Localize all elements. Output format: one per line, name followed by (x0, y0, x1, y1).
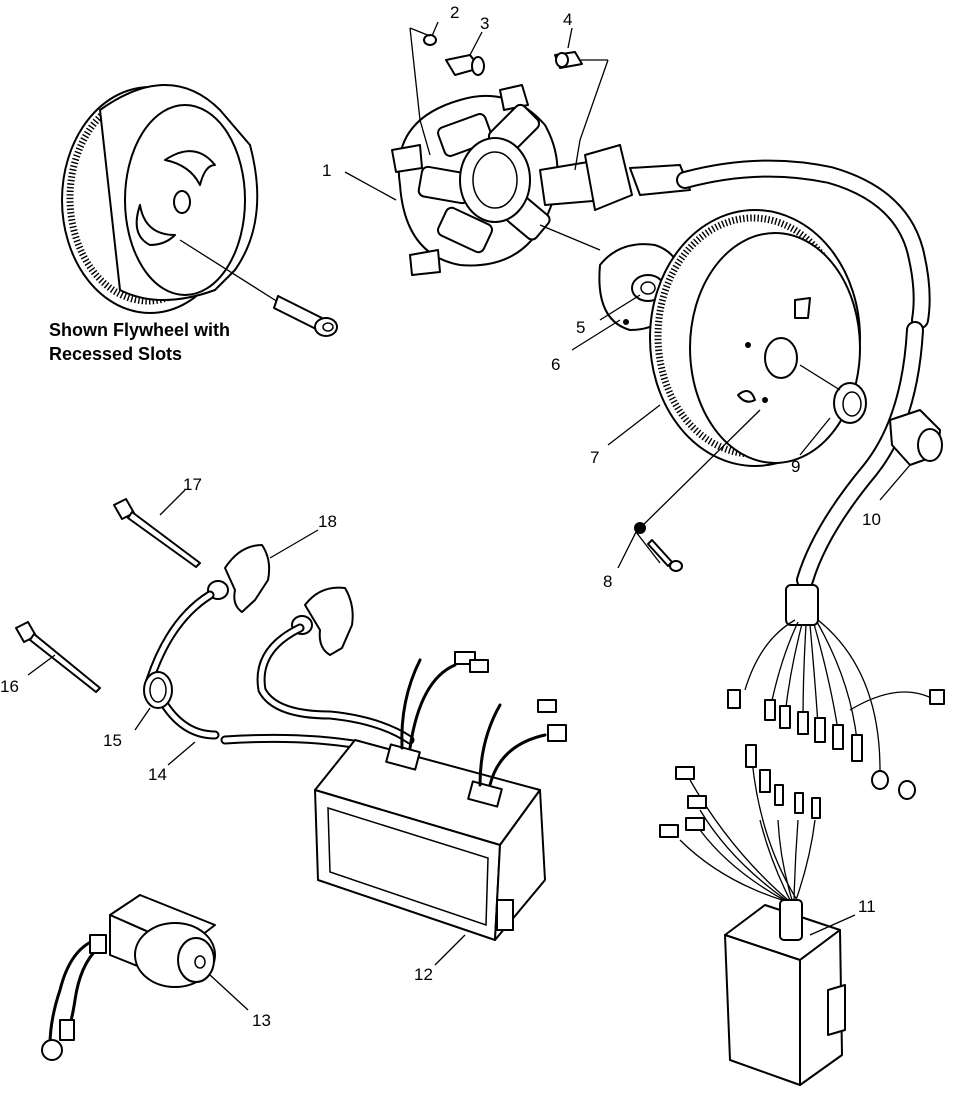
callout-7: 7 (590, 448, 599, 467)
caption-line-1: Shown Flywheel with (49, 320, 231, 340)
callout-18: 18 (318, 512, 337, 531)
spark-plug-cap-upper (207, 544, 271, 613)
spark-plug-lower (15, 621, 101, 693)
regulator (659, 744, 846, 1086)
callout-3: 3 (480, 14, 489, 33)
callout-10: 10 (862, 510, 881, 529)
cdi-box (314, 651, 567, 941)
spark-plug-cap-lower (291, 586, 354, 656)
callout-2: 2 (450, 3, 459, 22)
callout-4: 4 (563, 10, 572, 29)
callout-14: 14 (148, 765, 167, 784)
stator-screw-washer (423, 34, 485, 76)
flywheel-variant-caption: Shown Flywheel with Recessed Slots (49, 318, 230, 366)
callout-11: 11 (858, 897, 876, 916)
spark-plug-upper (113, 498, 201, 568)
ht-leads (143, 590, 415, 750)
flywheel-nut (889, 409, 943, 466)
leader-lines (27, 21, 911, 1011)
callout-labels: 1 2 3 4 5 6 7 8 9 10 11 12 13 14 15 16 1… (0, 3, 881, 1030)
callout-1: 1 (322, 161, 331, 180)
flywheel-screw (634, 522, 683, 572)
solenoid (41, 894, 216, 1061)
main-flywheel (649, 209, 861, 467)
callout-15: 15 (103, 731, 122, 750)
alternate-flywheel (61, 84, 259, 314)
callout-13: 13 (252, 1011, 271, 1030)
callout-5: 5 (576, 318, 585, 337)
callout-6: 6 (551, 355, 560, 374)
caption-line-2: Recessed Slots (49, 344, 183, 364)
pickup-screw (554, 51, 583, 69)
stator-harness (676, 159, 945, 800)
callout-8: 8 (603, 572, 612, 591)
callout-12: 12 (414, 965, 433, 984)
callout-16: 16 (0, 677, 19, 696)
flywheel-bolt (179, 239, 338, 337)
flywheel-key-washer (833, 382, 867, 424)
stator-assembly (391, 84, 691, 276)
callout-17: 17 (183, 475, 202, 494)
callout-9: 9 (791, 457, 800, 476)
